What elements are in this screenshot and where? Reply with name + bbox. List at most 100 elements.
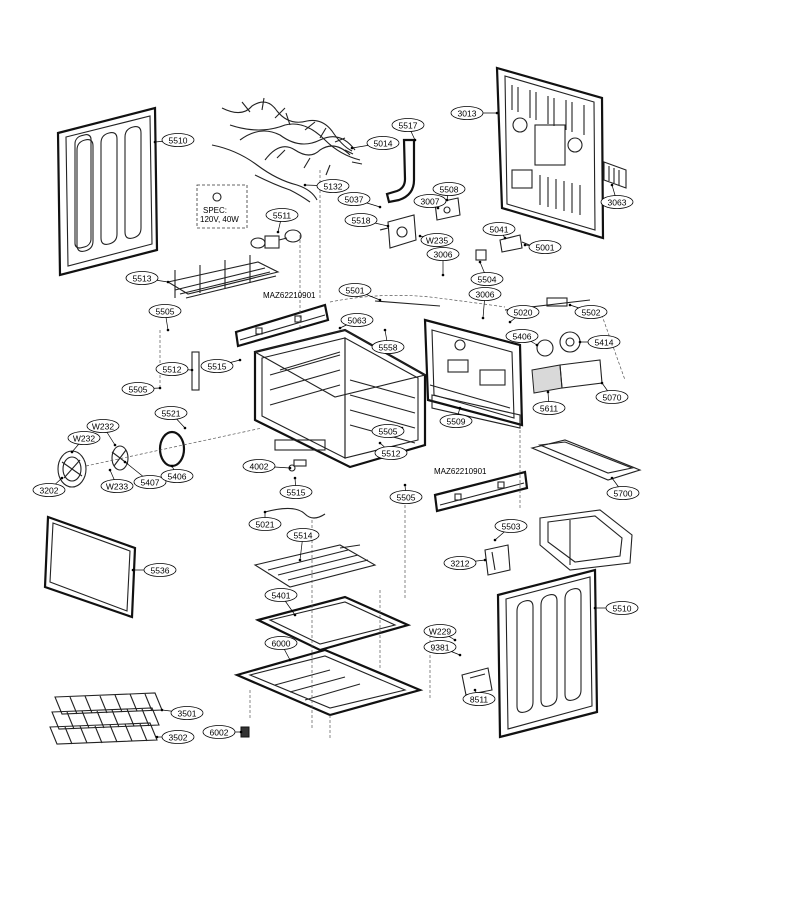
callout-label: 5401 bbox=[272, 591, 291, 601]
callout-oval bbox=[170, 706, 204, 720]
callout-oval bbox=[154, 406, 188, 420]
callout-oval bbox=[439, 414, 473, 428]
callout-5020: 5020 bbox=[506, 305, 540, 324]
callout-5611: 5611 bbox=[532, 390, 566, 415]
callout-leader-dot bbox=[610, 476, 614, 480]
spec-line-2: 120V, 40W bbox=[200, 215, 239, 224]
callout-leader-dot bbox=[483, 558, 487, 562]
callout-label: 5406 bbox=[168, 472, 187, 482]
callout-label: 5505 bbox=[397, 493, 416, 503]
spec-line-1: SPEC: bbox=[203, 206, 227, 215]
callout-oval bbox=[462, 692, 496, 706]
callout-oval bbox=[423, 624, 457, 638]
callout-oval bbox=[337, 192, 371, 206]
callout-label: 5014 bbox=[374, 139, 393, 149]
callout-oval bbox=[600, 195, 634, 209]
callout-label: 5515 bbox=[208, 362, 227, 372]
callout-oval bbox=[606, 486, 640, 500]
callout-oval bbox=[450, 106, 484, 120]
callout-3013: 3013 bbox=[450, 106, 499, 120]
callout-label: 5511 bbox=[273, 211, 292, 221]
callout-label: 5505 bbox=[156, 307, 175, 317]
callout-5521: 5521 bbox=[154, 406, 188, 430]
callout-5510: 5510 bbox=[153, 133, 195, 147]
callout-5700: 5700 bbox=[606, 476, 640, 500]
callout-leader-dot bbox=[153, 140, 157, 144]
callout-oval bbox=[121, 382, 155, 396]
callout-3006: 3006 bbox=[468, 287, 502, 320]
callout-leader-dot bbox=[481, 316, 485, 320]
callout-5070: 5070 bbox=[595, 381, 629, 404]
callout-label: 5517 bbox=[399, 121, 418, 131]
callout-label: 5518 bbox=[352, 216, 371, 226]
callout-leader-dot bbox=[478, 260, 482, 264]
callout-label: 5406 bbox=[513, 332, 532, 342]
callout-leader-dot bbox=[239, 730, 243, 734]
callout-3063: 3063 bbox=[600, 183, 634, 209]
callout-4002: 4002 bbox=[242, 459, 292, 473]
callout-5536: 5536 bbox=[131, 563, 177, 577]
callout-leader-dot bbox=[413, 138, 417, 142]
control-bracket bbox=[379, 197, 461, 249]
callout-label: W232 bbox=[92, 422, 114, 432]
callout-label: 5512 bbox=[163, 365, 182, 375]
callout-oval bbox=[248, 517, 282, 531]
callout-oval bbox=[202, 725, 236, 739]
callout-oval bbox=[344, 213, 378, 227]
callout-label: 5536 bbox=[151, 566, 170, 576]
callout-oval bbox=[432, 182, 466, 196]
callout-leader-dot bbox=[378, 298, 382, 302]
callout-oval bbox=[67, 431, 101, 445]
callout-3006: 3006 bbox=[426, 247, 460, 277]
top-cover bbox=[329, 294, 506, 308]
callout-label: 5505 bbox=[129, 385, 148, 395]
callout-label: 5611 bbox=[540, 404, 559, 414]
callout-label: 5502 bbox=[582, 308, 601, 318]
callout-oval bbox=[338, 283, 372, 297]
callout-oval bbox=[506, 305, 540, 319]
callout-label: 3013 bbox=[458, 109, 477, 119]
support-rod bbox=[191, 351, 200, 391]
callout-oval bbox=[505, 329, 539, 343]
callout-label: 5512 bbox=[382, 449, 401, 459]
callout-5514: 5514 bbox=[286, 528, 320, 562]
callout-label: 4002 bbox=[250, 462, 269, 472]
callout-w235: W235 bbox=[418, 233, 454, 247]
callout-leader-dot bbox=[338, 326, 342, 330]
callout-5513: 5513 bbox=[125, 271, 170, 285]
callout-oval bbox=[279, 485, 313, 499]
drip-pan bbox=[254, 595, 412, 652]
callout-oval bbox=[148, 304, 182, 318]
oven-cavity bbox=[253, 328, 427, 469]
bake-element bbox=[253, 544, 377, 588]
callout-w233: W233 bbox=[100, 468, 134, 493]
callout-label: W235 bbox=[426, 236, 448, 246]
callout-label: 5070 bbox=[603, 393, 622, 403]
hinge-bracket bbox=[461, 667, 493, 696]
callout-label: 3202 bbox=[40, 486, 59, 496]
callout-oval bbox=[264, 588, 298, 602]
callout-5518: 5518 bbox=[344, 213, 390, 228]
callout-leader-dot bbox=[293, 476, 297, 480]
callout-leader-dot bbox=[535, 343, 539, 347]
callout-5515: 5515 bbox=[279, 476, 313, 499]
small-bracket bbox=[484, 544, 511, 576]
callout-5014: 5014 bbox=[350, 136, 400, 150]
callout-oval bbox=[426, 247, 460, 261]
callout-label: 8511 bbox=[470, 695, 489, 705]
callout-label: 5505 bbox=[379, 427, 398, 437]
callout-label: 6000 bbox=[272, 639, 291, 649]
callout-leader-dot bbox=[493, 538, 497, 542]
callout-9381: 9381 bbox=[423, 640, 462, 657]
callout-5512: 5512 bbox=[155, 362, 194, 376]
callout-5511: 5511 bbox=[265, 208, 299, 234]
broil-element bbox=[166, 255, 280, 299]
rear-panel bbox=[495, 66, 605, 240]
callout-label: 5132 bbox=[324, 182, 343, 192]
callout-leader-dot bbox=[238, 358, 242, 362]
callout-oval bbox=[574, 305, 608, 319]
callout-oval bbox=[340, 313, 374, 327]
callout-leader-dot bbox=[303, 183, 307, 187]
callout-label: 5041 bbox=[490, 225, 509, 235]
